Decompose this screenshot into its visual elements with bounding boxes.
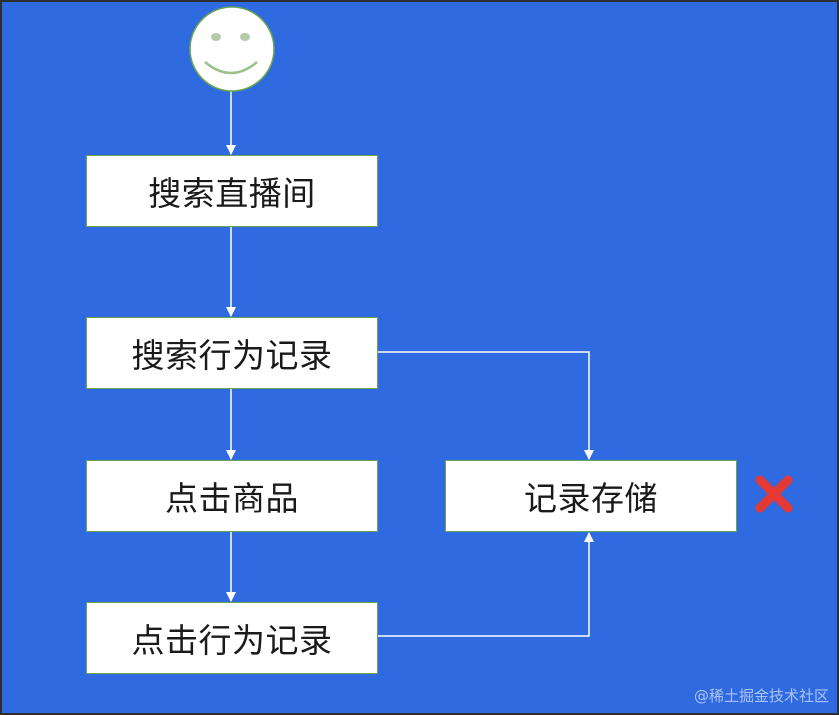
arrow-click-log-to-storage bbox=[378, 532, 594, 637]
node-storage: 记录存储 bbox=[445, 460, 737, 532]
node-click-item-label: 点击商品 bbox=[165, 479, 299, 518]
node-search-log-label: 搜索行为记录 bbox=[131, 336, 333, 375]
node-click-log: 点击行为记录 bbox=[86, 602, 378, 674]
watermark: @稀土掘金技术社区 bbox=[693, 687, 829, 705]
node-click-item: 点击商品 bbox=[86, 460, 378, 532]
red-x-icon bbox=[755, 475, 793, 513]
node-search-room-label: 搜索直播间 bbox=[148, 174, 316, 213]
node-storage-label: 记录存储 bbox=[524, 479, 658, 518]
node-search-room: 搜索直播间 bbox=[86, 155, 378, 227]
node-search-log: 搜索行为记录 bbox=[86, 317, 378, 389]
node-click-log-label: 点击行为记录 bbox=[131, 621, 333, 660]
arrow-search-log-to-storage bbox=[378, 351, 594, 460]
smiley-face-icon bbox=[189, 6, 275, 92]
